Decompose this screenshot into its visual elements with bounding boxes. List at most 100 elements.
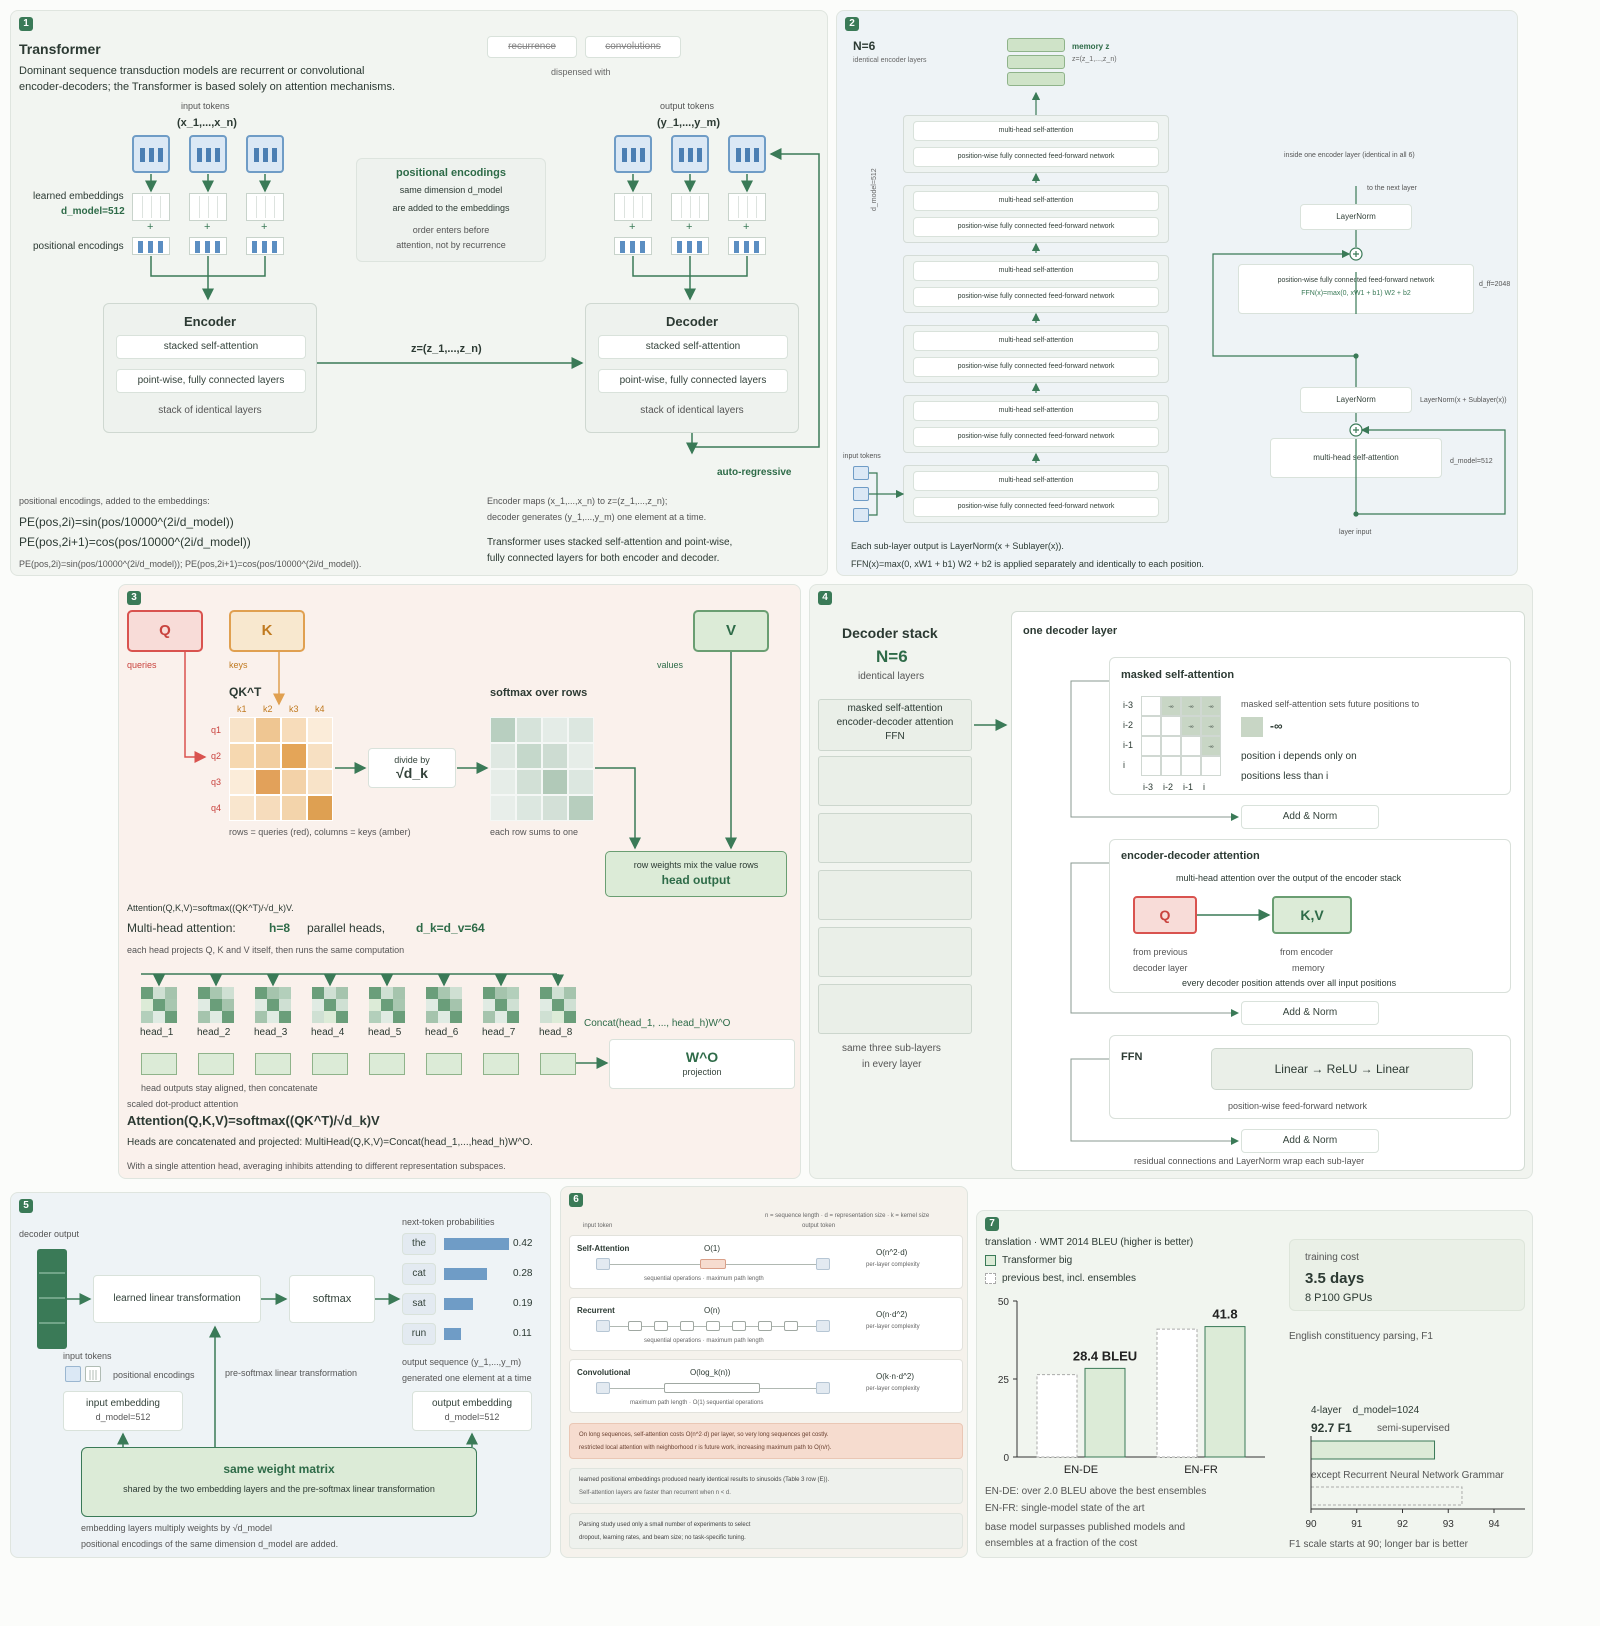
head-heatmap-cell	[507, 1011, 519, 1023]
panel-number: 6	[569, 1193, 583, 1207]
single-head-note: With a single attention head, averaging …	[127, 1161, 506, 1171]
qk-cell	[281, 795, 307, 821]
sublayer-masked: masked self-attention	[847, 703, 943, 714]
encoder-ffn-sublayer: position-wise fully connected feed-forwa…	[913, 147, 1159, 167]
dispensed-convolutions: convolutions	[585, 36, 681, 58]
mask-cell-open	[1161, 716, 1181, 736]
sum-caption: each row sums to one	[490, 827, 579, 837]
softmax-cell	[542, 743, 568, 769]
panel3-arrows	[141, 652, 737, 1069]
head-label: head_2	[197, 1027, 231, 1038]
head-heatmap-cell	[483, 999, 495, 1011]
qk-cell	[229, 795, 255, 821]
panel-results: 7 translation · WMT 2014 BLEU (higher is…	[976, 1210, 1533, 1558]
token-chip: cat	[402, 1263, 436, 1285]
output-embedding-label: output embedding	[431, 1398, 513, 1409]
head-heatmap-cell	[507, 999, 519, 1011]
softmax-cell	[568, 795, 594, 821]
panel-number: 2	[845, 17, 859, 31]
softmax-cell	[568, 743, 594, 769]
posenc-info-2: are added to the embeddings	[392, 203, 510, 213]
pe-sin-formula: PE(pos,2i)=sin(pos/10000^(2i/d_model))	[19, 515, 234, 529]
encdec-kv-box: K,V	[1272, 896, 1352, 934]
encoder-mhsa-sublayer: multi-head self-attention	[913, 261, 1159, 281]
probability-value: 0.19	[513, 1298, 533, 1309]
wo-projection-box: W^O projection	[609, 1039, 795, 1089]
plus-sign: +	[743, 221, 750, 233]
query-box: Q	[127, 610, 203, 652]
output-token-node	[816, 1320, 830, 1332]
head-heatmap-cell	[165, 999, 177, 1011]
head-heatmap-cell	[426, 987, 438, 999]
qk-cell	[307, 795, 333, 821]
note-2a: learned positional embeddings produced n…	[579, 1477, 830, 1483]
head-heatmap-cell	[279, 999, 291, 1011]
softmax-box: softmax	[289, 1275, 375, 1323]
head-heatmap-cell	[564, 1011, 576, 1023]
head-heatmap-cell	[324, 987, 336, 999]
note-3a: Parsing study used only a small number o…	[579, 1522, 751, 1528]
mask-cell-open	[1181, 756, 1201, 776]
input-embedding-label: input embedding	[86, 1398, 160, 1409]
head-heatmap-cell	[210, 1011, 222, 1023]
mask-col-label: i-2	[1163, 782, 1174, 792]
input-tokens-label: input tokens	[843, 453, 881, 460]
residual-caption: residual connections and LayerNorm wrap …	[1134, 1156, 1365, 1166]
head-heatmap-cell	[552, 987, 564, 999]
panel-encoder-stack: 2 N=6 identical encoder layers memory z …	[836, 10, 1518, 576]
qk-col-label: k1	[237, 704, 247, 714]
encoder-title: Encoder	[183, 314, 236, 329]
mask-cell-masked: -∞	[1161, 696, 1181, 716]
input-token	[189, 135, 227, 173]
encoder-block: Encoder stacked self-attention point-wis…	[103, 303, 317, 433]
wo-sub-label: projection	[682, 1067, 722, 1077]
mask-swatch	[1241, 717, 1263, 737]
qk-cell	[255, 795, 281, 821]
masked-attention-title: masked self-attention	[1121, 669, 1235, 681]
head-heatmap-cell	[255, 987, 267, 999]
head-heatmap-cell	[267, 1011, 279, 1023]
y-tick-label: 0	[1003, 1453, 1009, 1464]
qkt-label: QK^T	[229, 685, 262, 699]
shared-weight-sub: shared by the two embedding layers and t…	[123, 1484, 435, 1494]
head-heatmap-cell	[507, 987, 519, 999]
token-chip: sat	[402, 1293, 436, 1315]
encoder-mhsa-sublayer: multi-head self-attention	[913, 471, 1159, 491]
qk-row-label: q3	[211, 777, 222, 787]
recurrent-step	[680, 1321, 694, 1331]
mask-cell-open	[1141, 756, 1161, 776]
input-token	[132, 135, 170, 173]
panel-attention: 3 Q K V queries keys values QK^T softmax…	[118, 584, 801, 1179]
head-heatmap-cell	[165, 987, 177, 999]
panel-title: Transformer	[19, 41, 101, 57]
mask-cell-open	[1141, 696, 1161, 716]
shared-weight-box: same weight matrix shared by the two emb…	[81, 1447, 477, 1517]
multihead-label: Multi-head attention:	[127, 921, 236, 935]
head-heatmap	[198, 987, 234, 1023]
panel2-arrows	[869, 91, 1506, 517]
input-token	[853, 508, 869, 522]
every-position: every decoder position attends over all …	[1182, 978, 1397, 988]
ffn-linear-box: Linear → ReLU → Linear	[1211, 1048, 1473, 1090]
bleu-note-3: base model surpasses published models an…	[985, 1522, 1186, 1533]
head-heatmap-cell	[153, 999, 165, 1011]
dispensed-recurrence: recurrence	[487, 36, 577, 58]
recurrent-step	[628, 1321, 642, 1331]
head-heatmap-cell	[312, 1011, 324, 1023]
sequential-ops-label: O(1)	[704, 1244, 720, 1253]
recurrent-step	[654, 1321, 668, 1331]
head-heatmap-cell	[564, 999, 576, 1011]
sqrt-dk-label: √d_k	[396, 765, 428, 781]
head-heatmap-cell	[324, 999, 336, 1011]
f1-x-tick-label: 92	[1397, 1519, 1409, 1530]
layer-type-label: Self-Attention	[577, 1244, 630, 1253]
mask-cell-masked: -∞	[1201, 716, 1221, 736]
sublayer-encdec: encoder-decoder attention	[836, 717, 954, 728]
head-heatmap-cell	[495, 987, 507, 999]
wo-label: W^O	[685, 1049, 719, 1065]
